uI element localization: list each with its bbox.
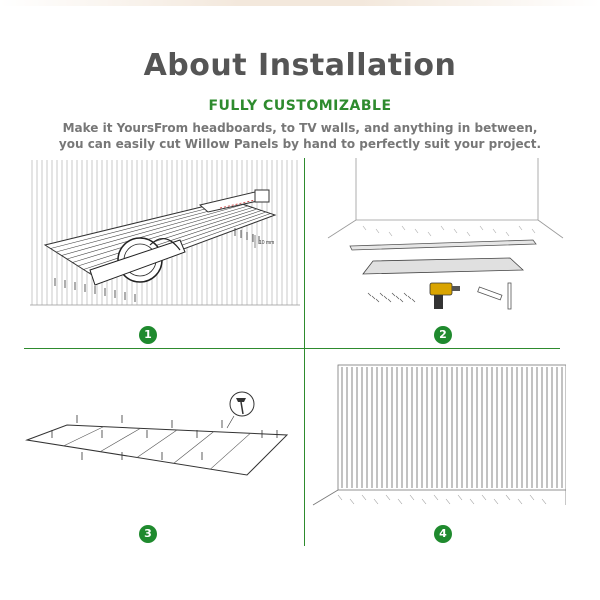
top-accent-strip: [0, 0, 600, 6]
page-title: About Installation: [143, 48, 457, 83]
description-line-1: Make it YoursFrom headboards, to TV wall…: [62, 121, 538, 135]
step-1-badge: 1: [139, 326, 157, 344]
installed-wall-panel-illustration: [312, 364, 566, 506]
panel-screws-illustration: [25, 391, 289, 476]
step-2-badge: 2: [434, 326, 452, 344]
horizontal-divider: [24, 348, 560, 349]
measure-label: 10 mm: [259, 240, 274, 246]
description-line-2: you can easily cut Willow Panels by hand…: [58, 137, 542, 151]
page-subtitle: FULLY CUSTOMIZABLE: [208, 98, 392, 114]
saw-cutting-panel-illustration: 10 mm: [30, 160, 300, 306]
vertical-divider: [304, 158, 305, 546]
step-4-badge: 4: [434, 525, 452, 543]
description: Make it YoursFrom headboards, to TV wall…: [0, 120, 600, 152]
step-3-badge: 3: [139, 525, 157, 543]
panel-parts-and-drill-illustration: [327, 158, 564, 310]
